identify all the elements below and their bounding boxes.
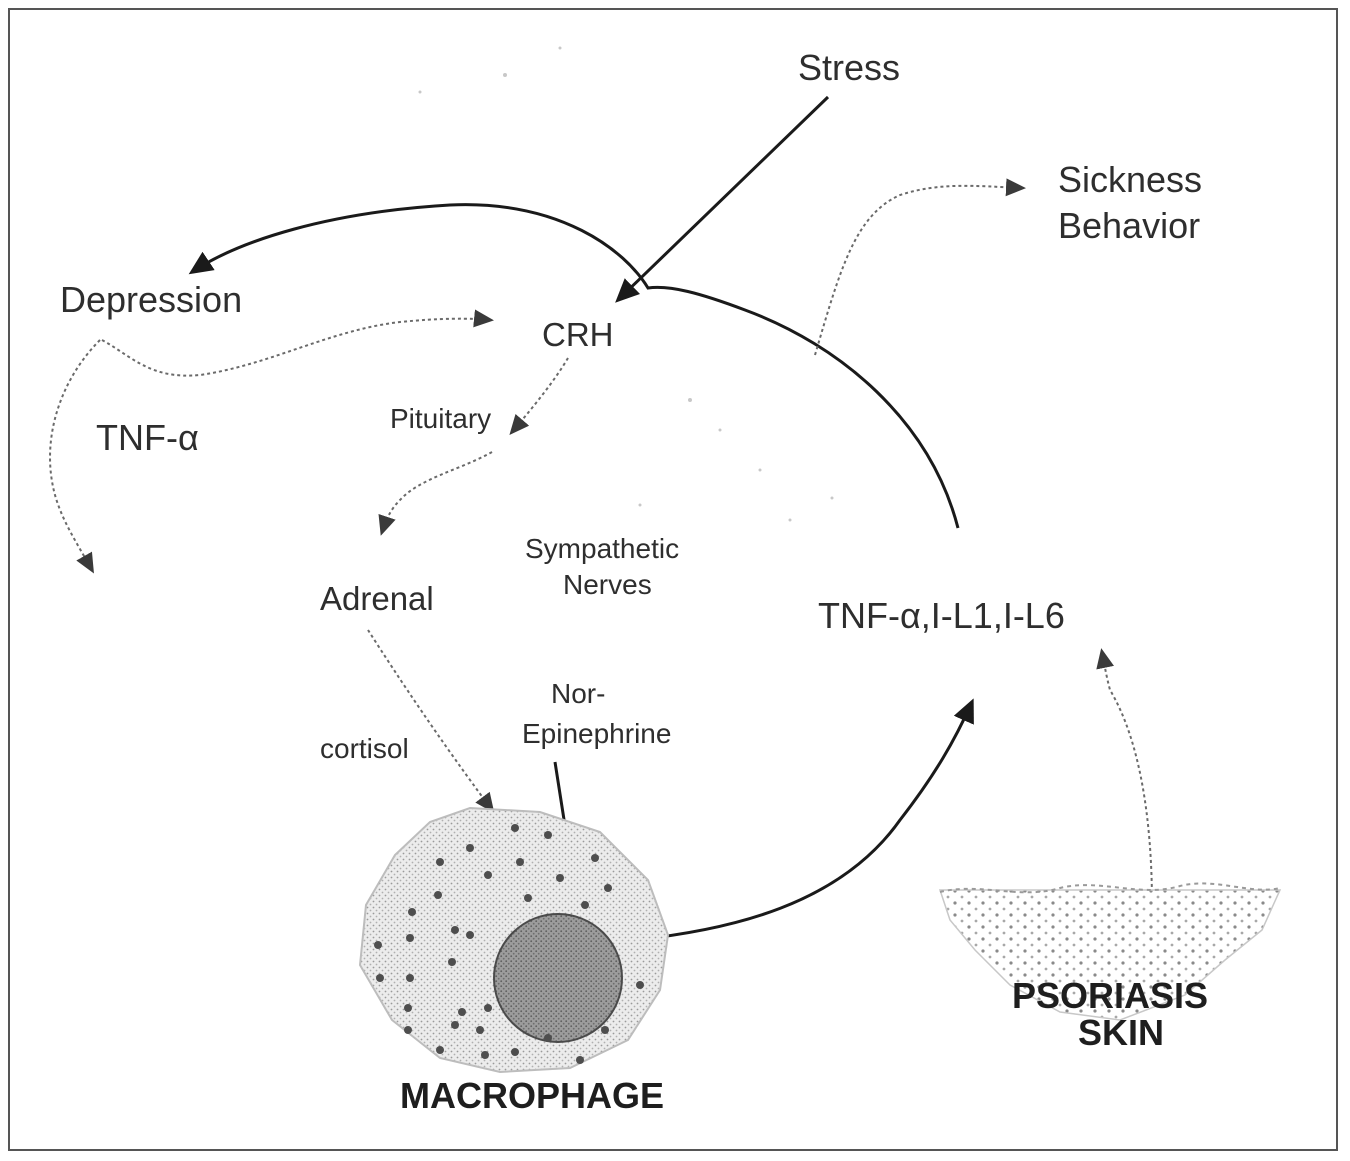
label-sympathetic-line1: Sympathetic xyxy=(525,533,679,564)
label-sickness-line1: Sickness xyxy=(1058,159,1202,200)
arrow-adrenal-to-macrophage xyxy=(368,630,492,810)
label-tnf-alpha-left: TNF-α xyxy=(96,417,199,458)
label-macrophage: MACROPHAGE xyxy=(400,1075,664,1116)
arrow-cytokines-to-depression xyxy=(192,205,958,528)
label-cortisol: cortisol xyxy=(320,733,409,764)
arrow-depression-tnf xyxy=(50,340,100,570)
arrow-pituitary-to-adrenal xyxy=(382,452,492,532)
label-sympathetic-line2: Nerves xyxy=(563,569,652,600)
label-depression: Depression xyxy=(60,279,242,320)
label-crh: CRH xyxy=(542,316,614,353)
label-psoriasis-line1: PSORIASIS xyxy=(1012,975,1208,1016)
label-stress: Stress xyxy=(798,47,900,88)
arrow-depression-to-crh xyxy=(102,319,490,376)
label-cytokines: TNF-α,I-L1,I-L6 xyxy=(818,595,1065,636)
label-psoriasis-line2: SKIN xyxy=(1078,1012,1164,1053)
background-specks xyxy=(419,47,834,522)
macrophage-cell xyxy=(360,808,668,1072)
label-adrenal: Adrenal xyxy=(320,580,434,617)
label-pituitary: Pituitary xyxy=(390,403,491,434)
arrow-to-sickness-behavior xyxy=(815,186,1022,355)
arrow-macrophage-to-cytokines xyxy=(635,702,972,940)
label-norepinephrine-line2: Epinephrine xyxy=(522,718,671,749)
arrow-stress-to-crh xyxy=(618,97,828,300)
label-norepinephrine-line1: Nor- xyxy=(551,678,605,709)
label-sickness-line2: Behavior xyxy=(1058,205,1200,246)
macrophage-nucleus xyxy=(494,914,622,1042)
arrow-skin-to-cytokines xyxy=(1102,652,1152,905)
arrow-crh-to-pituitary xyxy=(512,358,568,432)
